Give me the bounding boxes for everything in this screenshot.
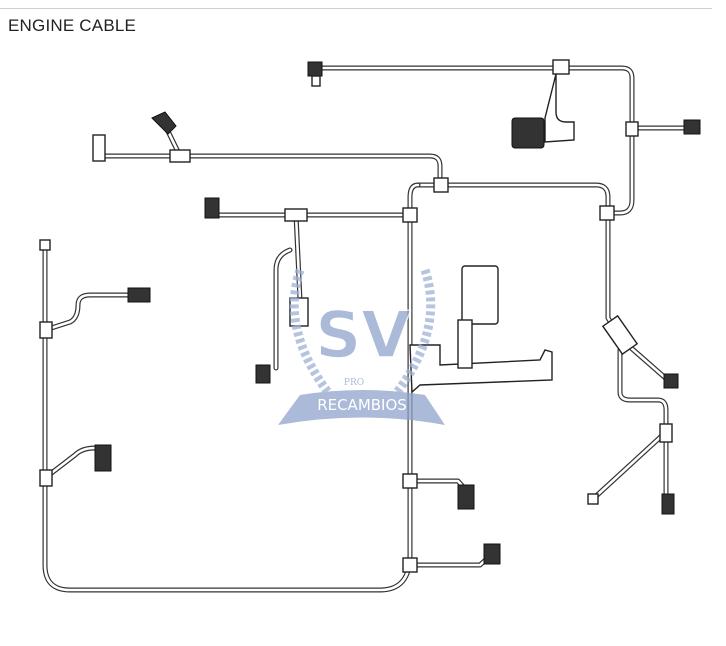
junction-clip	[169, 149, 191, 163]
elbow-connector	[552, 59, 570, 75]
cable-segment	[273, 247, 293, 371]
connector-right-top	[683, 119, 701, 135]
cable-segment	[618, 348, 668, 498]
cable-segment	[407, 553, 493, 568]
connectors	[39, 59, 701, 573]
junction-clip	[284, 208, 308, 222]
connector-lower-left	[255, 364, 271, 384]
sensor-assembly	[409, 344, 553, 394]
cable-segment	[416, 183, 672, 384]
junction-clip	[599, 205, 615, 221]
junction-clip	[39, 469, 53, 487]
junction-clip	[39, 321, 53, 339]
cable-segment	[313, 66, 634, 215]
top-divider	[0, 8, 712, 9]
connector-far-right-low	[661, 493, 675, 515]
junction-clip	[402, 473, 418, 489]
cable-segment	[97, 153, 443, 188]
cable-end	[39, 239, 51, 251]
cable-segment	[43, 183, 420, 592]
junction-clip	[402, 557, 418, 573]
page-title: ENGINE CABLE	[8, 16, 137, 35]
cable-segment	[98, 154, 442, 187]
cable-segment	[274, 248, 292, 370]
inline-connector	[601, 314, 639, 356]
cable-segment	[43, 293, 134, 332]
cable-segment	[592, 430, 668, 500]
connector-far-right	[663, 373, 679, 389]
watermark-logo: SV PRO RECAMBIOS	[278, 268, 445, 425]
module-box	[461, 265, 499, 325]
connector-angled	[151, 111, 177, 135]
connector-left-low	[94, 444, 112, 472]
cable-segment	[312, 65, 635, 216]
junction-clip	[402, 207, 418, 223]
module-stem	[457, 319, 473, 369]
junction-clip	[659, 423, 673, 443]
connector-bottom	[483, 543, 501, 565]
junction-clip	[433, 177, 449, 193]
connector-left-mid	[127, 287, 151, 303]
svg-text:PRO: PRO	[344, 378, 364, 388]
svg-text:SV: SV	[315, 299, 411, 373]
cable-segment	[43, 446, 97, 480]
svg-text:RECAMBIOS: RECAMBIOS	[317, 396, 407, 414]
connector-mid-left	[204, 197, 220, 219]
cable-routes	[42, 65, 689, 593]
connector-top-left	[307, 61, 323, 77]
junction-clip	[625, 121, 639, 137]
connector-plug	[311, 75, 321, 87]
connector-right-low	[457, 484, 475, 510]
cable-end	[587, 493, 599, 505]
connector-left-upper	[92, 134, 106, 162]
round-connector	[511, 117, 545, 149]
elbow-body	[544, 73, 575, 143]
